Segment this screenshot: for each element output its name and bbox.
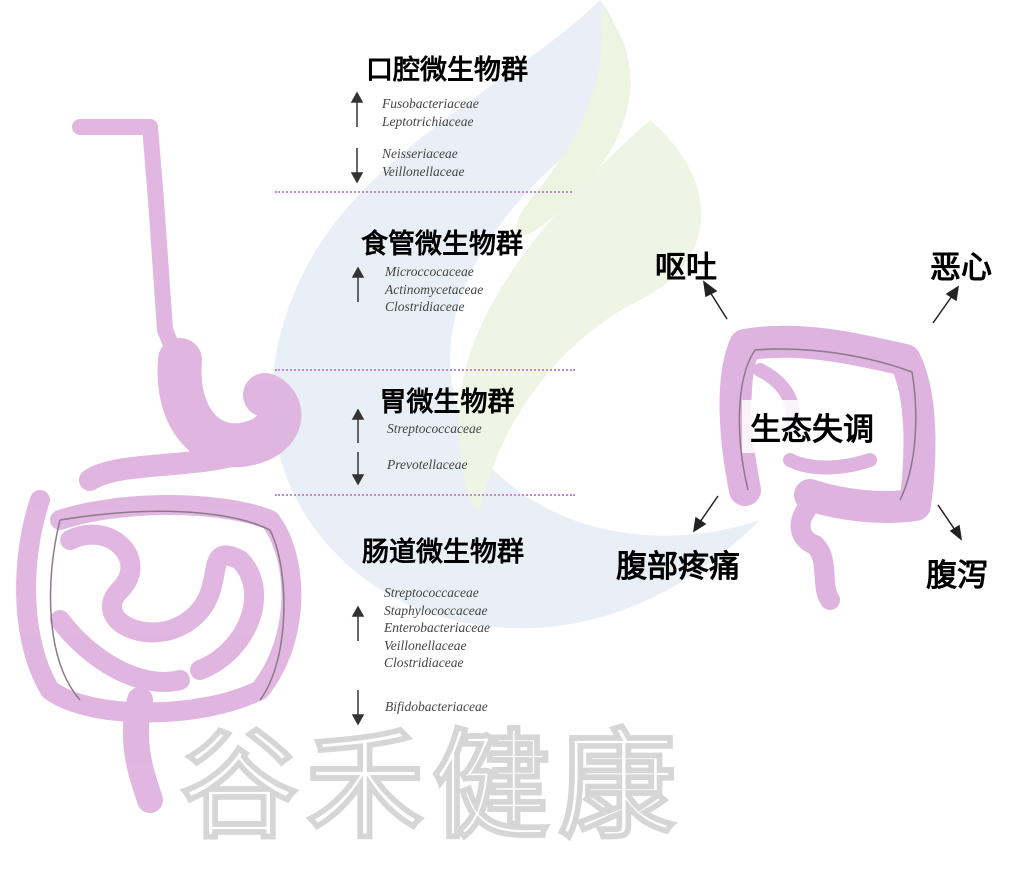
species-item: Bifidobacteriaceae bbox=[385, 699, 488, 714]
section-title-gut: 肠道微生物群 bbox=[362, 537, 524, 568]
down-arrow-icon bbox=[350, 148, 364, 184]
species-item: Enterobacteriaceae bbox=[384, 620, 490, 635]
species-up-list: Streptococcaceae Staphylococcaceae Enter… bbox=[384, 584, 490, 672]
species-item: Microccocaceae bbox=[385, 264, 474, 279]
species-item: Fusobacteriaceae bbox=[382, 96, 479, 111]
logo-green-swoosh bbox=[459, 120, 702, 510]
up-arrow-icon bbox=[350, 91, 364, 127]
species-item: Veillonellaceae bbox=[382, 163, 465, 179]
species-item: Streptococcaceae bbox=[384, 585, 479, 600]
species-up-list: Streptococcaceae bbox=[387, 420, 482, 438]
species-item: Prevotellaceae bbox=[387, 457, 468, 472]
species-item: Streptococcaceae bbox=[387, 421, 482, 436]
watermark-logo-text: 谷禾健康 bbox=[179, 716, 685, 856]
duodenum bbox=[79, 439, 261, 491]
species-down-list: Bifidobacteriaceae bbox=[385, 698, 488, 716]
species-up-list: Microccocaceae Actinomycetaceae Clostrid… bbox=[385, 263, 483, 316]
section-divider bbox=[275, 494, 575, 496]
section-divider bbox=[275, 369, 575, 371]
small-intestine bbox=[16, 490, 302, 723]
symptom-abdominal-pain: 腹部疼痛 bbox=[616, 549, 740, 585]
dysbiosis-label: 生态失调 bbox=[742, 400, 882, 453]
section-title-esophagus: 食管微生物群 bbox=[361, 229, 523, 260]
section-title-stomach: 胃微生物群 bbox=[379, 387, 515, 418]
species-down-list: Prevotellaceae bbox=[387, 456, 467, 474]
symptom-diarrhea: 腹泻 bbox=[926, 558, 988, 594]
species-item: Clostridiaceae bbox=[384, 655, 464, 670]
symptom-nausea: 恶心 bbox=[930, 250, 992, 286]
colon-frame bbox=[719, 325, 936, 523]
species-item: Clostridiaceae bbox=[385, 299, 465, 314]
species-item: Neisseriaceae bbox=[382, 146, 458, 161]
species-item: Leptotrichiaceae bbox=[382, 113, 474, 129]
logo-blue-swoosh bbox=[272, 0, 760, 629]
down-arrow-icon bbox=[351, 452, 365, 486]
colon-outline-right bbox=[738, 348, 917, 501]
sigmoid-colon bbox=[790, 485, 840, 610]
symptom-arrows bbox=[693, 280, 963, 541]
up-arrow-icon bbox=[351, 266, 365, 302]
section-title-oral: 口腔微生物群 bbox=[366, 55, 528, 86]
species-item: Veillonellaceae bbox=[384, 637, 467, 653]
symptom-vomiting: 呕吐 bbox=[655, 250, 717, 286]
section-divider bbox=[275, 191, 572, 193]
up-arrow-icon bbox=[351, 605, 365, 641]
species-down-list: Neisseriaceae Veillonellaceae bbox=[382, 145, 464, 180]
logo-green-leaf bbox=[515, 5, 631, 236]
species-up-list: Fusobacteriaceae Leptotrichiaceae bbox=[382, 95, 479, 130]
species-item: Actinomycetaceae bbox=[385, 281, 484, 297]
colon-outline bbox=[49, 510, 285, 701]
down-arrow-icon bbox=[351, 690, 365, 726]
species-item: Staphylococcaceae bbox=[384, 602, 488, 618]
up-arrow-icon bbox=[351, 408, 365, 443]
rectum bbox=[122, 687, 163, 813]
